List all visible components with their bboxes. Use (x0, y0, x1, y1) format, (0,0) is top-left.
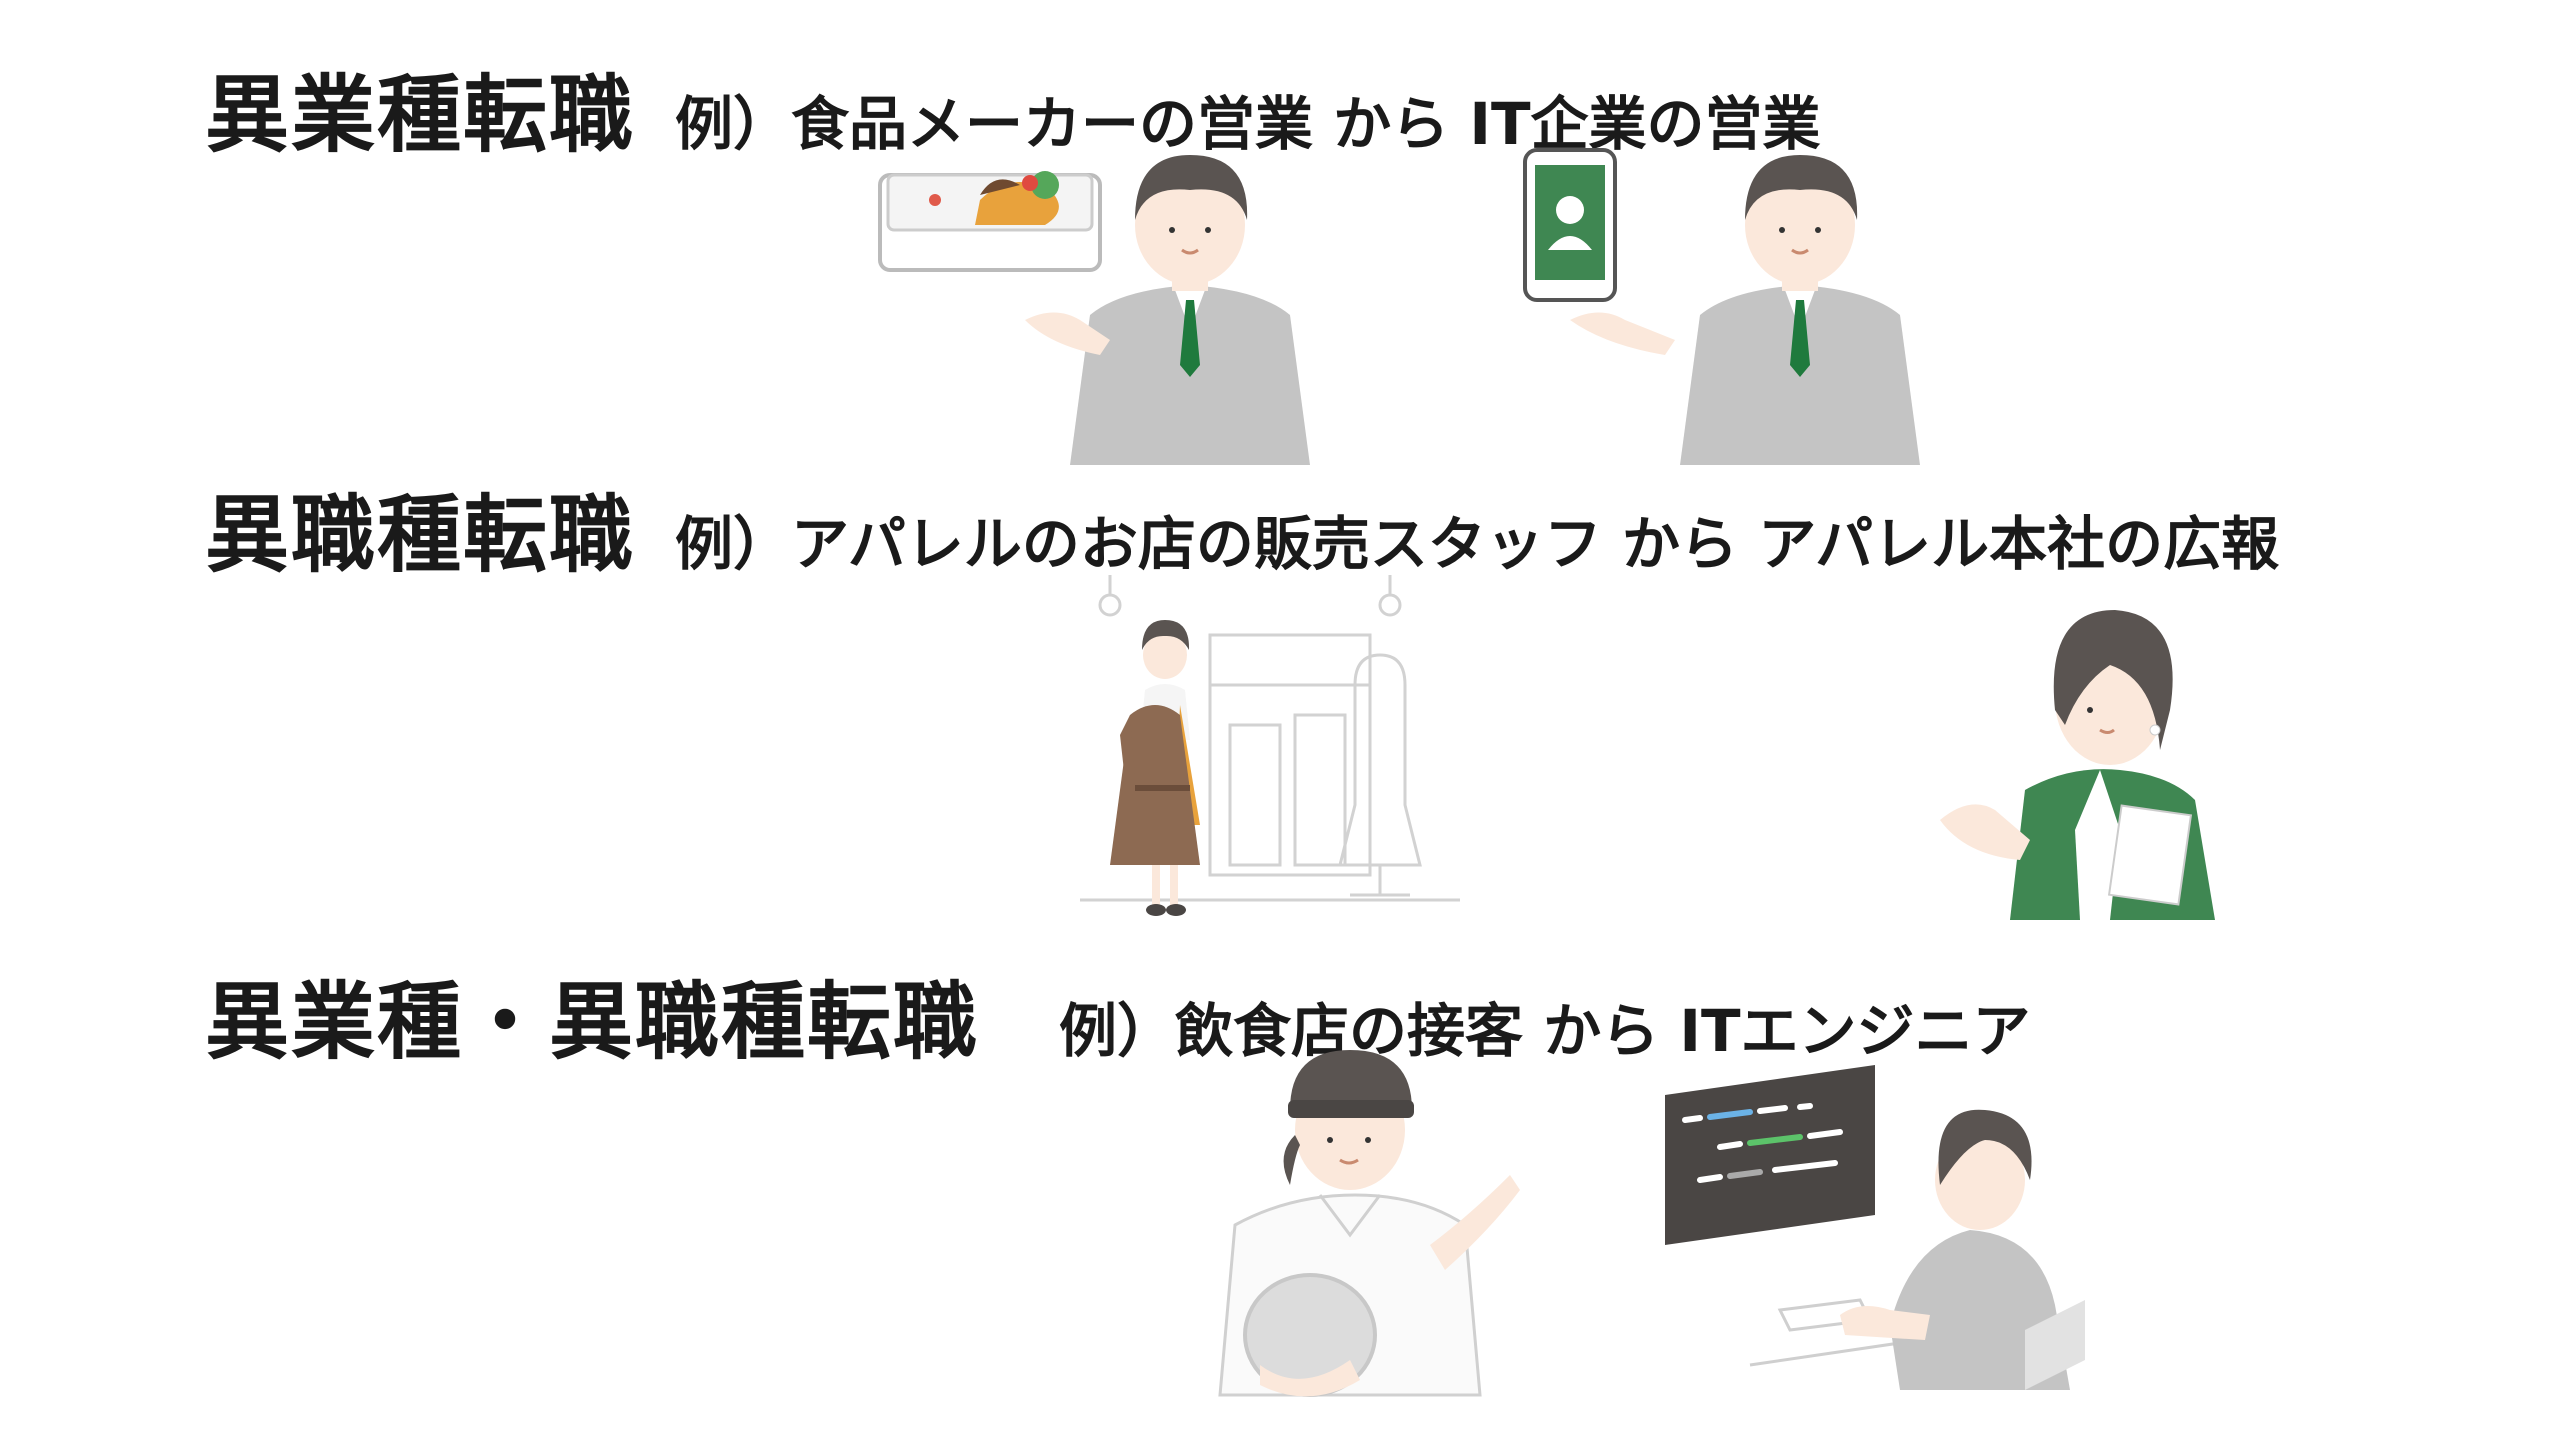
shop-shelf-outline (1080, 575, 1460, 902)
it-salesperson-illustration (1523, 148, 1920, 465)
restaurant-server-illustration (1218, 1050, 1520, 1397)
pr-staff-illustration (1940, 610, 2215, 920)
it-engineer (1840, 1109, 2085, 1390)
smartphone-icon (1523, 148, 1617, 302)
it-engineer-illustration (1665, 1065, 2085, 1390)
pr-staff (1940, 610, 2215, 920)
bento-box-icon (878, 171, 1102, 272)
row-2-header: 異職種転職 例）アパレルのお店の販売スタッフ から アパレル本社の広報 (205, 468, 2279, 589)
row-2-heading: 異職種転職 (205, 486, 636, 584)
food-salesperson-illustration (878, 155, 1310, 465)
row-1-heading: 異業種転職 (205, 66, 636, 164)
apparel-shop-staff-illustration (1080, 575, 1460, 916)
salesperson-1 (1025, 155, 1310, 465)
row-1-header: 異業種転職 例）食品メーカーの営業 から IT企業の営業 (205, 48, 1821, 169)
shop-staff (1110, 620, 1200, 916)
restaurant-server (1218, 1050, 1520, 1397)
row-3-header: 異業種・異職種転職 例）飲食店の接客 から ITエンジニア (205, 955, 2031, 1076)
row-3-example: 例）飲食店の接客 から ITエンジニア (1059, 997, 2031, 1065)
code-monitor-icon (1665, 1065, 1875, 1245)
row-2-example: 例）アパレルのお店の販売スタッフ から アパレル本社の広報 (675, 510, 2280, 578)
row-3-heading: 異業種・異職種転職 (205, 973, 980, 1071)
salesperson-2 (1570, 155, 1920, 465)
row-1-example: 例）食品メーカーの営業 から IT企業の営業 (675, 90, 1821, 158)
